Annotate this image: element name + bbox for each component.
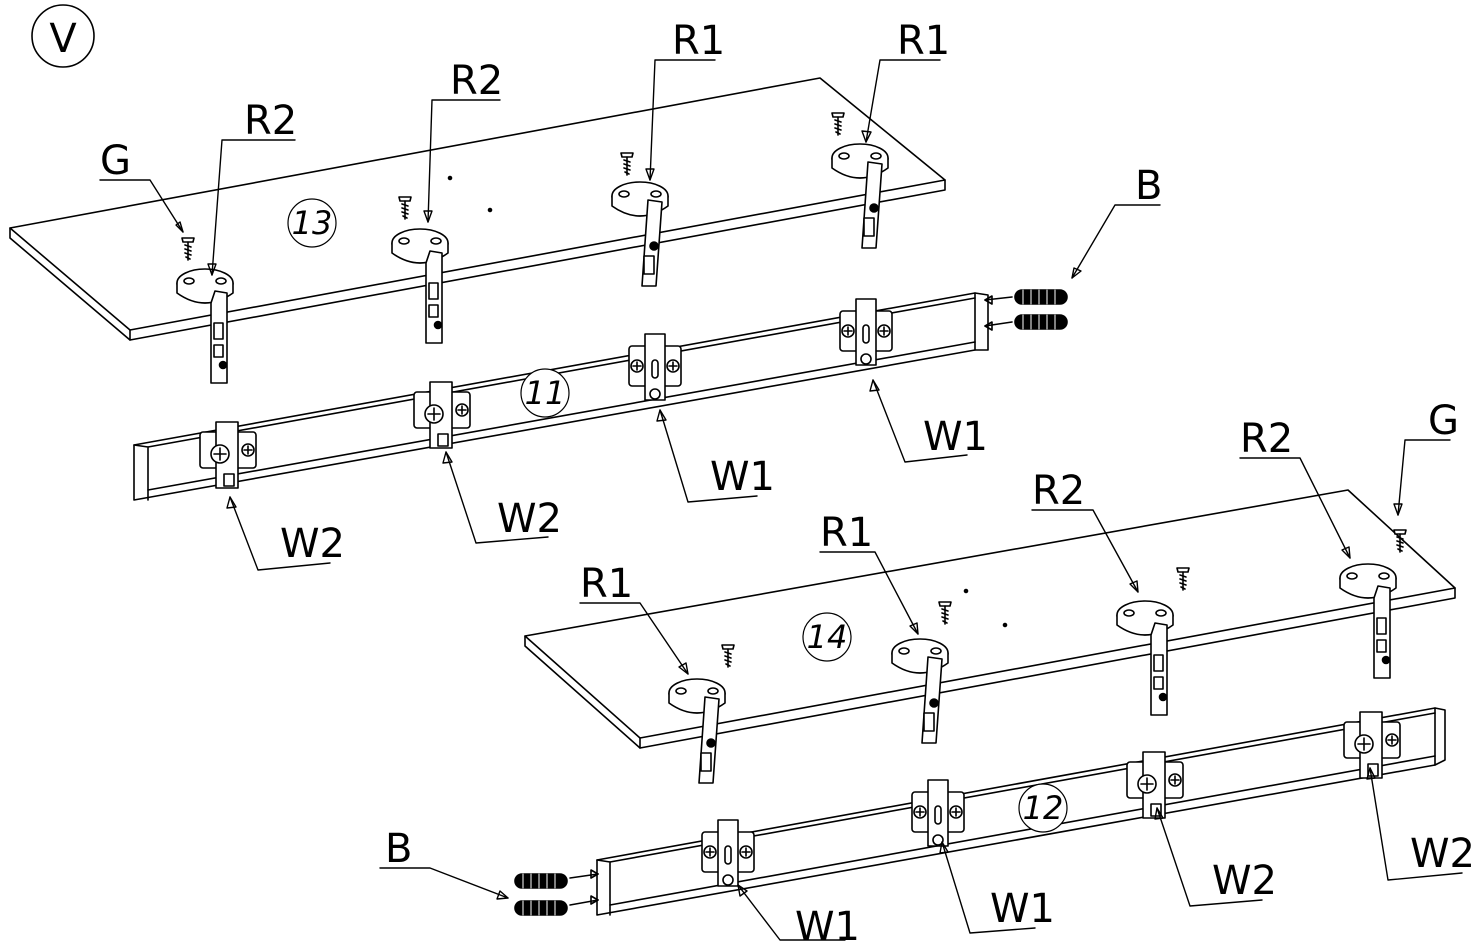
rail-12: 12 [596, 707, 1446, 916]
label-w1-bottom-mid: W1 [990, 886, 1055, 932]
callout-leaders [99, 59, 1463, 941]
label-r2-lower-mid: R2 [1032, 468, 1085, 514]
dowel-1 [1014, 289, 1068, 305]
label-r2-top-mid: R2 [450, 58, 503, 104]
label-r1-lower-mid: R1 [820, 510, 873, 556]
label-r1-top-b: R1 [897, 18, 950, 64]
label-g-right: G [1428, 398, 1459, 444]
label-w1-bottom-left: W1 [795, 904, 860, 950]
label-b-bottom: B [385, 826, 412, 872]
label-b-top: B [1135, 163, 1162, 209]
label-g-top: G [100, 138, 131, 184]
label-r2-top-left: R2 [244, 98, 297, 144]
dowel-3 [514, 873, 568, 889]
label-w2-bottom-right: W2 [1410, 831, 1475, 877]
label-w2-upper-left: W2 [280, 521, 345, 567]
rail-11: 11 [133, 292, 989, 501]
rail-12-label: 12 [1023, 789, 1064, 827]
panel-14-label: 14 [807, 618, 848, 656]
label-w1-upper-right: W1 [923, 414, 988, 460]
step-marker: V [31, 4, 95, 68]
dowel-4 [514, 900, 568, 916]
hinge-r1-d [891, 638, 949, 744]
hinge-r2-d [1339, 563, 1397, 679]
label-r1-top-a: R1 [672, 18, 725, 64]
panel-14: 14 [524, 489, 1456, 749]
label-w2-bottom-mid: W2 [1212, 858, 1277, 904]
step-marker-label: V [49, 16, 77, 62]
panel-13: 13 [9, 77, 946, 341]
label-w2-upper-mid: W2 [497, 496, 562, 542]
panel-13-label: 13 [292, 204, 333, 242]
label-r2-lower-right: R2 [1240, 416, 1293, 462]
dowel-2 [1014, 314, 1068, 330]
rail-11-label: 11 [525, 374, 566, 412]
label-w1-upper-mid: W1 [710, 454, 775, 500]
label-r1-lower-left: R1 [580, 561, 633, 607]
